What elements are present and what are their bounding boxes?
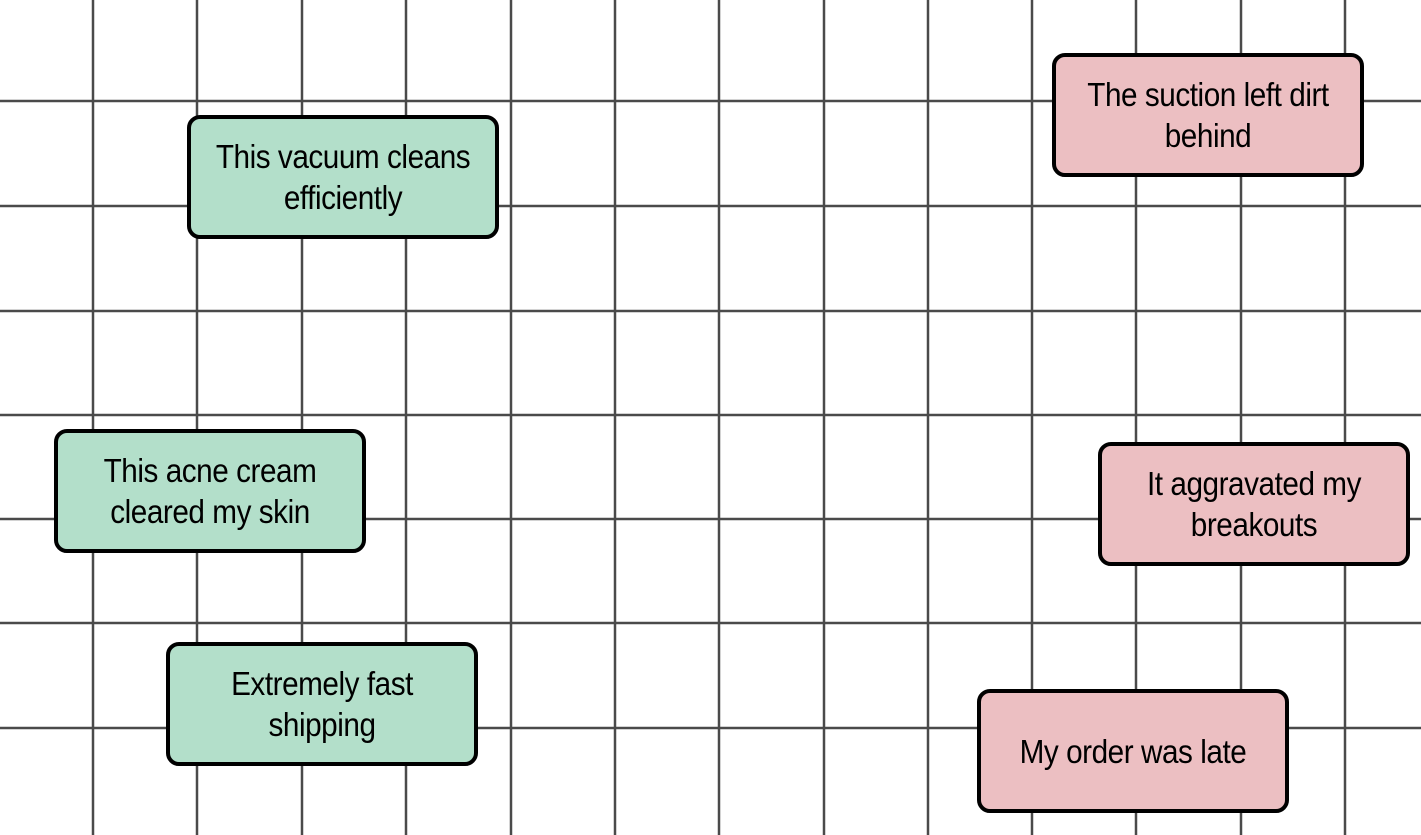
card-text: My order was late (1019, 732, 1247, 770)
card-text: This vacuum cleans efficiently (215, 138, 471, 216)
card-text: The suction left dirt behind (1087, 76, 1329, 154)
negative-review-card: My order was late (977, 689, 1289, 813)
negative-review-card: The suction left dirt behind (1052, 53, 1364, 177)
positive-review-card: This acne cream cleared my skin (54, 429, 366, 553)
card-text: Extremely fast shipping (231, 665, 413, 743)
card-text: It aggravated my breakouts (1146, 465, 1362, 543)
positive-review-card: This vacuum cleans efficiently (187, 115, 499, 239)
positive-review-card: Extremely fast shipping (166, 642, 478, 766)
negative-review-card: It aggravated my breakouts (1098, 442, 1410, 566)
card-text: This acne cream cleared my skin (103, 452, 317, 530)
